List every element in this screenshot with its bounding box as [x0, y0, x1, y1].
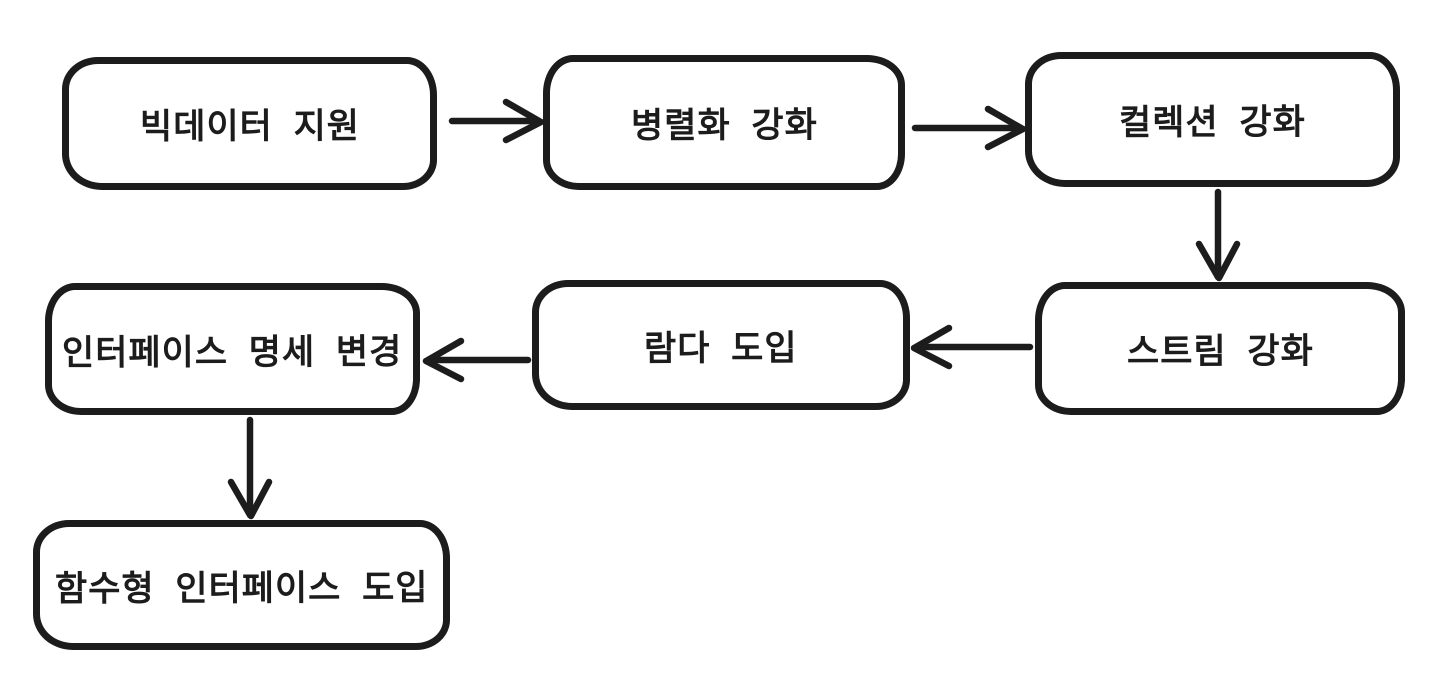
flow-arrow-collection-to-stream[interactable]	[1195, 188, 1241, 282]
flow-arrow-interface-spec-to-functional-interface[interactable]	[227, 416, 273, 520]
flow-arrow-lambda-to-interface-spec[interactable]	[422, 337, 532, 383]
flow-node-functional-interface[interactable]: 함수형 인터페이스 도입	[33, 520, 450, 650]
flow-node-label: 인터페이스 명세 변경	[62, 331, 403, 373]
flow-node-label: 빅데이터 지원	[139, 106, 360, 147]
flow-node-label: 스트림 강화	[1126, 331, 1314, 372]
flow-node-bigdata[interactable]: 빅데이터 지원	[62, 57, 437, 190]
flow-node-label: 함수형 인터페이스 도입	[54, 567, 429, 609]
flow-arrow-bigdata-to-parallel[interactable]	[448, 98, 545, 144]
flow-node-interface-spec[interactable]: 인터페이스 명세 변경	[45, 283, 420, 415]
flow-node-label: 람다 도입	[644, 328, 798, 368]
flow-node-collection[interactable]: 컬렉션 강화	[1025, 52, 1400, 187]
flow-node-stream[interactable]: 스트림 강화	[1035, 282, 1405, 415]
flow-node-label: 병렬화 강화	[630, 105, 818, 146]
flow-arrow-parallel-to-collection[interactable]	[911, 105, 1027, 151]
flow-arrow-stream-to-lambda[interactable]	[910, 324, 1034, 370]
flow-node-label: 컬렉션 강화	[1119, 102, 1306, 143]
flow-node-parallel[interactable]: 병렬화 강화	[543, 55, 905, 190]
flow-node-lambda[interactable]: 람다 도입	[532, 280, 910, 410]
